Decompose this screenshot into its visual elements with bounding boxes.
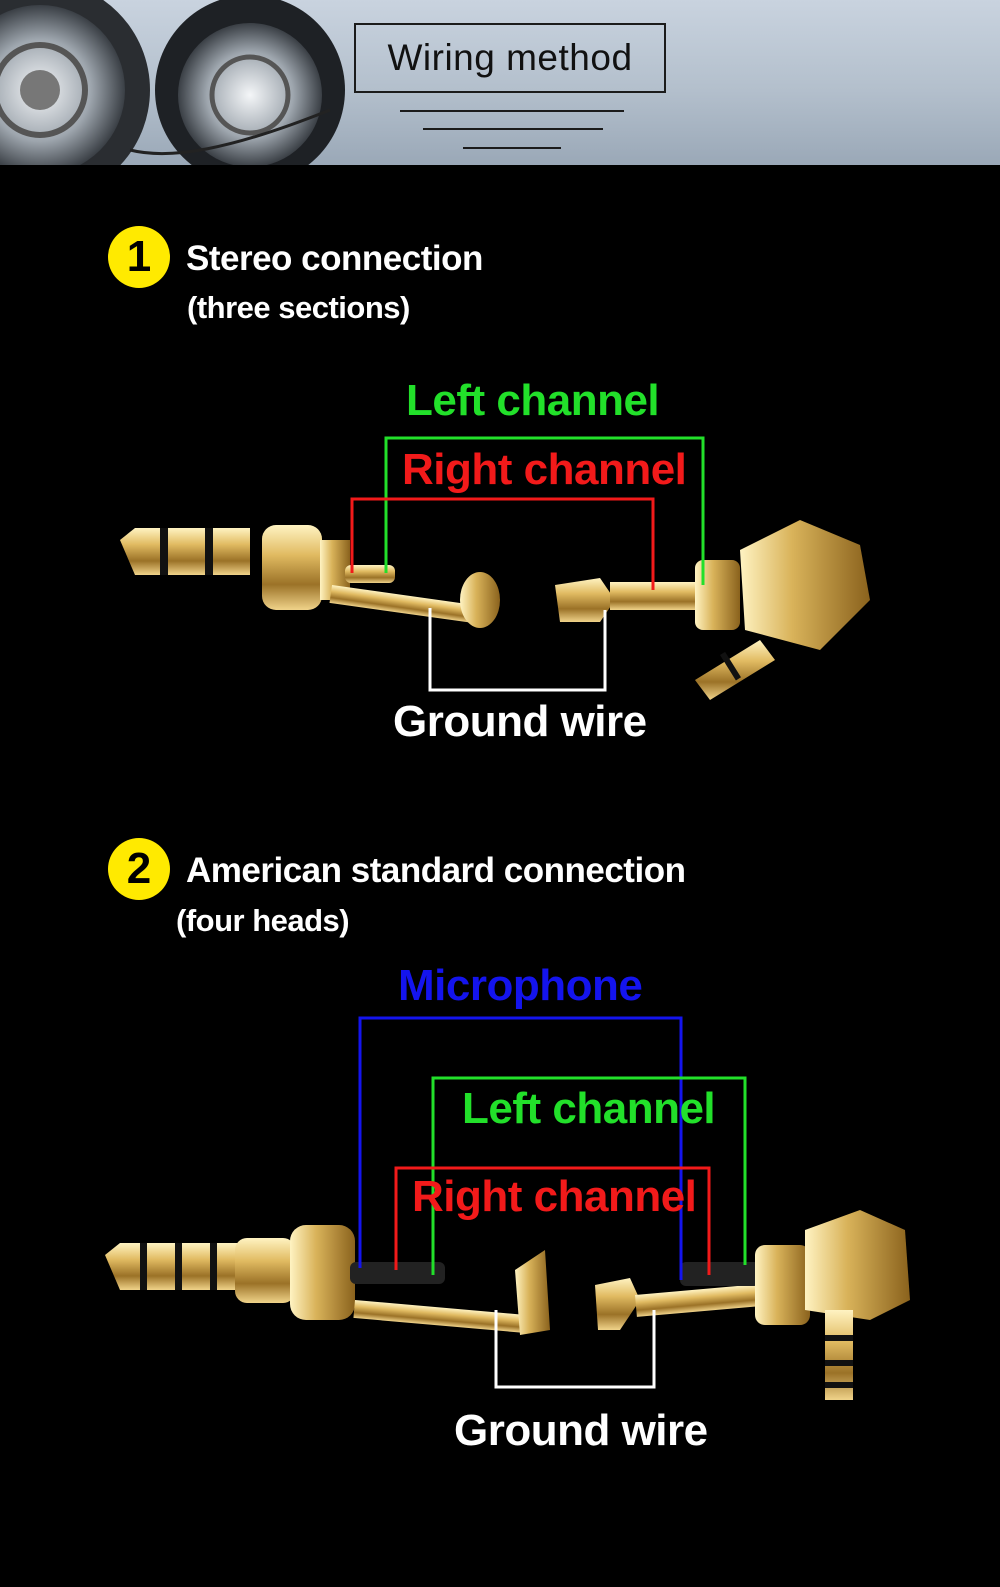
headphones-illustration [0, 0, 345, 165]
label-right-channel-1: Right channel [402, 445, 687, 494]
label-left-channel-2: Left channel [462, 1084, 716, 1133]
angled-plug-3pole [555, 520, 870, 700]
microphone-wire [358, 1016, 683, 1280]
ground-wire-2 [494, 1310, 656, 1389]
angled-plug-4pole [595, 1210, 910, 1400]
section-1-title: Stereo connection [186, 239, 483, 278]
section-1-subtitle: (three sections) [187, 290, 410, 325]
label-ground-wire-2: Ground wire [454, 1406, 708, 1455]
title-underline-2 [423, 128, 603, 130]
section-1-badge: 1 [108, 226, 170, 288]
label-right-channel-2: Right channel [412, 1172, 697, 1221]
ground-wire [428, 608, 607, 692]
straight-plug-4pole [105, 1225, 550, 1335]
right-channel-wire [350, 497, 655, 590]
label-ground-wire-1: Ground wire [393, 697, 647, 746]
left-channel-wire [384, 436, 705, 585]
section-2-badge: 2 [108, 838, 170, 900]
left-channel-wire-2 [431, 1076, 747, 1275]
section-2-title: American standard connection [186, 851, 686, 890]
page-title: Wiring method [354, 23, 666, 93]
label-microphone: Microphone [398, 961, 643, 1010]
right-channel-wire-2 [394, 1166, 711, 1275]
label-left-channel-1: Left channel [406, 376, 660, 425]
title-underline-1 [400, 110, 624, 112]
straight-plug-3pole [120, 525, 500, 628]
header-banner: Wiring method [0, 0, 1000, 165]
title-underline-3 [463, 147, 561, 149]
section-2-subtitle: (four heads) [176, 903, 350, 938]
